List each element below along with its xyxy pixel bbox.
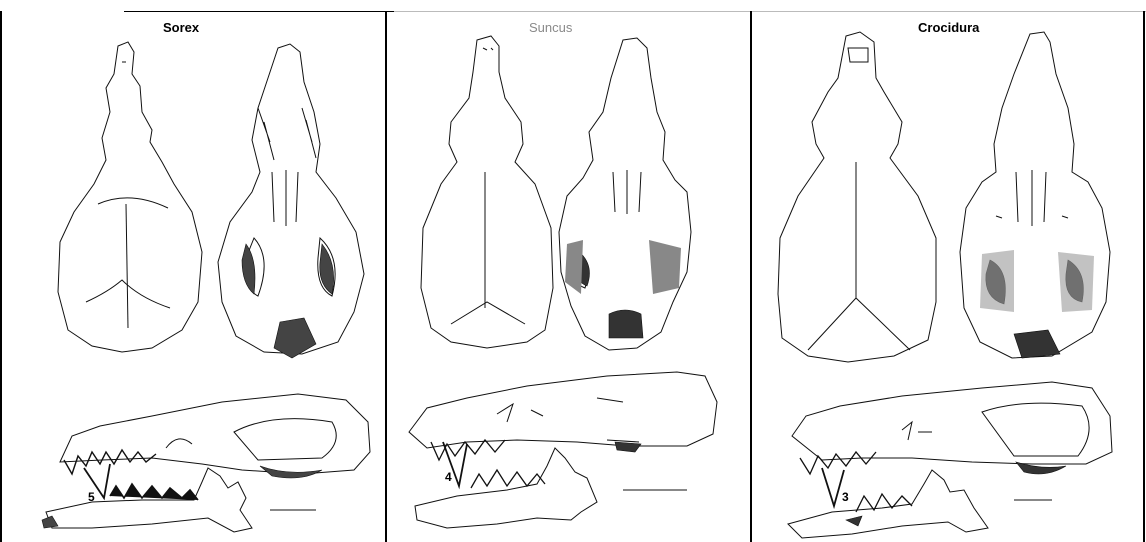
sorex-dorsal-skull <box>58 42 202 352</box>
crocidura-upper-teeth <box>800 452 876 474</box>
sorex-ventral-skull <box>218 44 364 354</box>
suncus-tooth-count: 4 <box>445 470 452 484</box>
suncus-skull-drawing <box>387 12 750 542</box>
sorex-lower-jaw <box>46 468 252 532</box>
crocidura-lateral-skull <box>792 382 1112 464</box>
crocidura-lower-jaw <box>788 470 988 538</box>
sorex-lower-teeth <box>110 484 198 500</box>
panel-sorex: Sorex <box>2 12 385 542</box>
right-border <box>1143 11 1145 542</box>
suncus-dorsal-skull <box>421 36 553 348</box>
sorex-tooth-count: 5 <box>88 490 95 504</box>
sorex-lateral-skull <box>60 394 370 474</box>
crocidura-dorsal-skull <box>778 32 936 362</box>
panel-crocidura: Crocidura <box>752 12 1143 542</box>
suncus-lower-jaw <box>415 448 597 528</box>
suncus-lower-teeth <box>471 470 545 488</box>
crocidura-skull-drawing <box>752 12 1143 542</box>
crocidura-tooth-count: 3 <box>842 490 849 504</box>
sorex-upper-teeth <box>64 450 156 474</box>
sorex-skull-drawing <box>2 12 385 542</box>
crocidura-v-mark <box>822 468 844 506</box>
panel-suncus: Suncus <box>387 12 750 542</box>
suncus-lateral-skull <box>409 372 717 448</box>
suncus-upper-teeth <box>431 440 505 460</box>
suncus-ventral-skull <box>559 38 691 350</box>
